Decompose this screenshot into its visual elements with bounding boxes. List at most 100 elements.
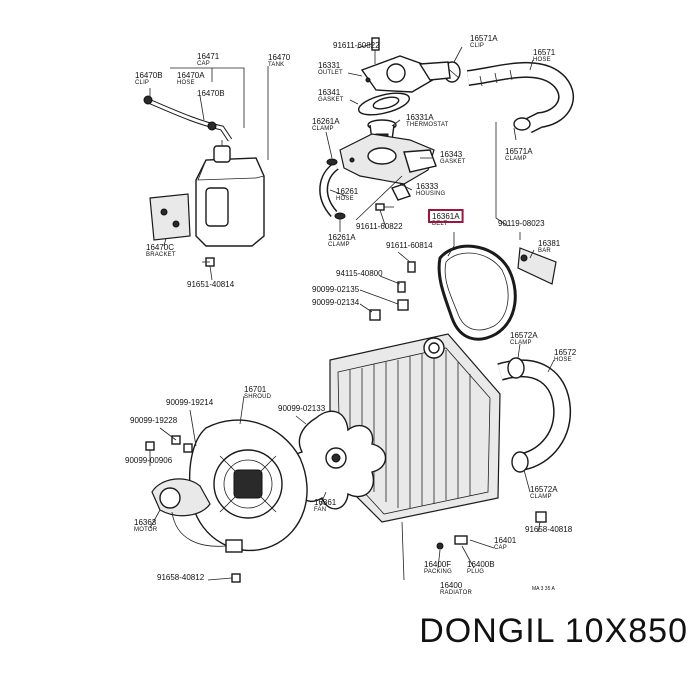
- part-number-label: 16333: [416, 182, 439, 191]
- part-description-label: HOSE: [177, 80, 195, 86]
- part-number-label: 16572A: [510, 331, 538, 340]
- part-number-label: 16261A: [328, 233, 356, 242]
- part-number-label: 16361A: [432, 212, 460, 221]
- callout-p-90119-08023: 90119-08023: [498, 219, 545, 228]
- part-number-label: 16400: [440, 581, 463, 590]
- callout-p-91611-60822-top: 91611-60822: [333, 41, 380, 50]
- part-number-label: 16343: [440, 150, 463, 159]
- callout-p-91611-60822-mid: 91611-60822: [356, 222, 403, 231]
- part-description-label: CAP: [197, 61, 210, 67]
- part-number-label: 90099-00906: [125, 456, 173, 465]
- fan: [289, 410, 387, 510]
- part-description-label: OUTLET: [318, 70, 343, 76]
- callout-p-16470b: 16470B: [197, 89, 225, 98]
- part-number-label: 16400F: [424, 560, 451, 569]
- part-number-label: 91611-60822: [333, 41, 380, 50]
- part-number-label: 91658-40818: [525, 525, 573, 534]
- callout-p-90099-19214: 90099-19214: [166, 398, 214, 407]
- part-number-label: 16341: [318, 88, 341, 97]
- part-number-label: 16363: [134, 518, 157, 527]
- part-description-label: CLAMP: [530, 494, 552, 500]
- part-description-label: PLUG: [467, 569, 484, 575]
- part-number-label: 90119-08023: [498, 219, 545, 228]
- adjusting-bar: [517, 247, 557, 285]
- part-description-label: SHROUD: [244, 394, 272, 400]
- callout-p-90099-02134: 90099-02134: [312, 298, 360, 307]
- part-number-label: 16381: [538, 239, 561, 248]
- part-description-label: GASKET: [318, 97, 344, 103]
- callout-p-91611-60814-mid: 91611-60814: [386, 241, 433, 250]
- part-description-label: BAR: [538, 248, 551, 254]
- callout-p-91651-40814: 91651-40814: [187, 280, 235, 289]
- part-description-label: GASKET: [440, 159, 466, 165]
- part-number-label: 16571: [533, 48, 556, 57]
- part-description-label: CLAMP: [510, 340, 532, 346]
- part-description-label: TANK: [268, 62, 284, 68]
- part-number-label: 16571A: [505, 147, 533, 156]
- part-number-label: 16470A: [177, 71, 205, 80]
- part-number: 10X850: [564, 612, 688, 650]
- part-number-label: 16470: [268, 53, 291, 62]
- callout-p-91658-40818: 91658-40818: [525, 525, 573, 534]
- part-number-label: 16331A: [406, 113, 434, 122]
- part-number-label: 16401: [494, 536, 517, 545]
- part-description-label: CAP: [494, 545, 507, 551]
- leader-lines: [149, 43, 555, 581]
- housing-gasket: [403, 149, 437, 173]
- highlight-box: [428, 209, 464, 223]
- part-description-label: HOUSING: [416, 191, 446, 197]
- outlet-gasket: [357, 92, 411, 116]
- part-number-label: 16571A: [470, 34, 498, 43]
- water-outlet: [360, 55, 451, 93]
- brand-name: DONGIL: [419, 612, 555, 650]
- part-number-label: 90099-02135: [312, 285, 360, 294]
- part-number-label: 91658-40812: [157, 573, 205, 582]
- part-description-label: CLAMP: [312, 126, 334, 132]
- callout-p-90099-00906: 90099-00906: [125, 456, 173, 465]
- callout-p-90099-02135: 90099-02135: [312, 285, 360, 294]
- drain-bolt: [535, 511, 547, 523]
- part-description-label: HOSE: [554, 357, 572, 363]
- part-number-label: 16361: [314, 498, 337, 507]
- part-number-label: 90099-19214: [166, 398, 214, 407]
- part-number-label: 91651-40814: [187, 280, 235, 289]
- part-description-label: CLAMP: [505, 156, 527, 162]
- part-description-label: HOSE: [533, 57, 551, 63]
- part-description-label: MOTOR: [134, 527, 158, 533]
- part-description-label: CLIP: [470, 43, 484, 49]
- footer-brand: DONGIL 10X850: [419, 612, 688, 651]
- part-description-label: CLIP: [135, 80, 149, 86]
- callout-p-90099-02133: 90099-02133: [278, 404, 326, 413]
- drawing-code: MA 3 35 A: [532, 586, 555, 592]
- reserve-tank-hose: [143, 95, 233, 142]
- callout-p-91658-40812: 91658-40812: [157, 573, 205, 582]
- part-description-label: RADIATOR: [440, 590, 473, 596]
- part-number-label: 16572A: [530, 485, 558, 494]
- bolts-column: [369, 261, 416, 321]
- part-number-label: 16470B: [135, 71, 163, 80]
- housing-bolts: [375, 203, 394, 211]
- bypass-hose: [319, 158, 346, 220]
